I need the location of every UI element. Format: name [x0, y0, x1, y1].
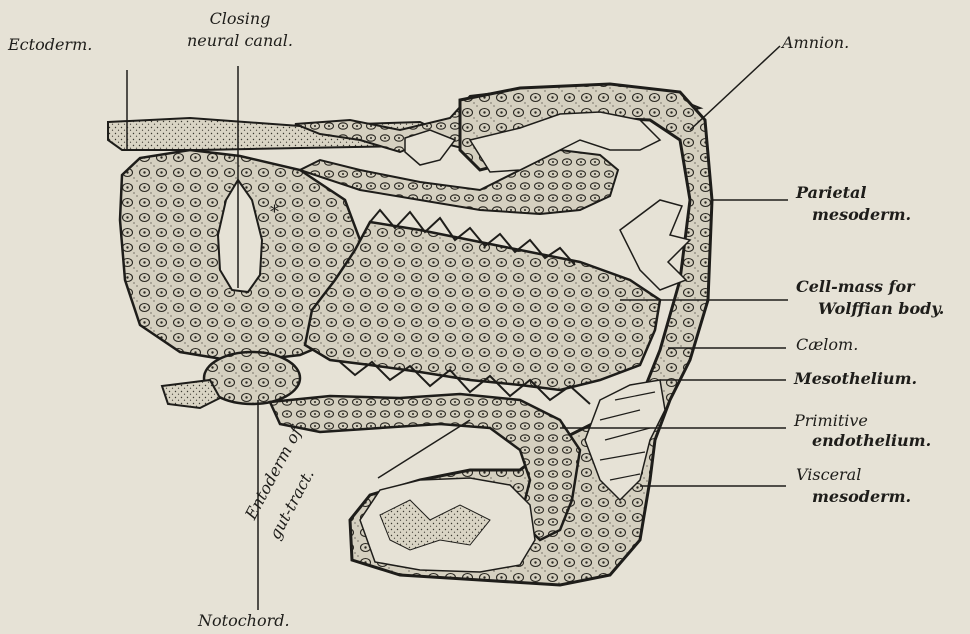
label-parietal-line1: Parietal	[796, 184, 867, 202]
label-primitive-line2: endothelium.	[812, 432, 931, 450]
label-amnion: Amnion.	[782, 34, 849, 52]
label-coelom: Cælom.	[796, 336, 858, 354]
label-ectoderm: Ectoderm.	[8, 36, 92, 54]
entoderm-label-group: Entoderm of gut-tract.	[258, 470, 398, 590]
svg-text:*: *	[270, 202, 279, 223]
label-cellmass-line1: Cell-mass for	[796, 278, 915, 296]
label-closing-line2: neural canal.	[160, 32, 320, 50]
label-mesothelium: Mesothelium.	[794, 370, 917, 388]
wolffian-cell-mass	[305, 222, 660, 390]
label-notochord: Notochord.	[198, 612, 290, 630]
coelom-space	[620, 200, 690, 290]
label-visceral-line1: Visceral	[796, 466, 861, 484]
label-cellmass-line2: Wolffian body.	[818, 300, 944, 318]
label-closing-line1: Closing	[160, 10, 320, 28]
label-parietal-line2: mesoderm.	[812, 206, 911, 224]
label-visceral-line2: mesoderm.	[812, 488, 911, 506]
label-primitive-line1: Primitive	[794, 412, 868, 430]
